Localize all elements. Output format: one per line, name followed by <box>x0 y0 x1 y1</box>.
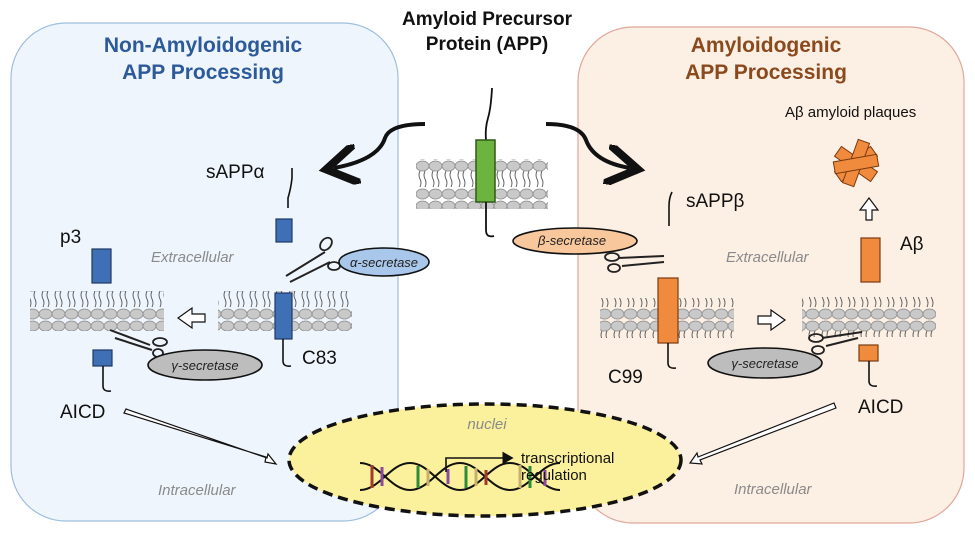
membrane-right-product <box>802 297 936 337</box>
intracellular-label-left: Intracellular <box>158 482 237 499</box>
nucleus-label: nuclei <box>467 416 507 433</box>
plaques-label: Aβ amyloid plaques <box>785 104 916 121</box>
gamma-secretase-label-right: γ-secretase <box>731 356 798 371</box>
alpha-secretase-enzyme <box>338 247 430 277</box>
arrow-to-amyloidogenic <box>545 122 630 168</box>
sappa-label: sAPPα <box>206 162 265 183</box>
regulation-label-line2: regulation <box>521 467 587 484</box>
c83-fragment <box>274 292 293 340</box>
gamma-secretase-enzyme-left <box>147 349 263 381</box>
app-n-terminal-tail <box>484 87 493 160</box>
sappb-tail <box>668 191 673 226</box>
app-c-terminal-tail <box>485 202 495 238</box>
beta-secretase-enzyme <box>512 227 638 255</box>
abeta-label: Aβ <box>900 234 924 255</box>
aicd-label-right: AICD <box>858 397 903 418</box>
c99-label: C99 <box>608 367 643 388</box>
c83-tail <box>282 339 292 367</box>
app-protein <box>475 139 496 203</box>
regulation-label-line1: transcriptional <box>521 450 614 467</box>
gamma-secretase-enzyme-right <box>707 347 823 379</box>
left-panel-title-line1: Non-Amyloidogenic <box>104 34 303 57</box>
amyloid-plaque-icon <box>832 138 880 188</box>
intracellular-label-right: Intracellular <box>734 481 813 498</box>
main-title-line2: Protein (APP) <box>426 34 548 55</box>
hollow-arrow-left-to-nucleus <box>123 408 278 465</box>
left-panel-title-line2: APP Processing <box>122 61 284 84</box>
c83-label: C83 <box>302 348 337 369</box>
gamma-secretase-label-left: γ-secretase <box>171 358 238 373</box>
beta-secretase-label: β-secretase <box>537 233 606 248</box>
membrane-left-product <box>30 291 164 331</box>
beta-secretase-scissors-icon <box>604 252 665 273</box>
aicd-fragment-right <box>858 344 879 362</box>
arrow-to-non-amyloidogenic <box>334 122 426 168</box>
open-arrow-left <box>176 306 206 330</box>
alpha-secretase-scissors-icon <box>285 236 341 283</box>
aicd-tail-left <box>102 366 112 392</box>
dna-icon <box>359 461 561 492</box>
p3-label: p3 <box>60 227 81 248</box>
right-panel-title-line2: APP Processing <box>685 61 847 84</box>
sappa-fragment <box>275 218 293 243</box>
sappb-label: sAPPβ <box>686 191 745 212</box>
alpha-secretase-label: α-secretase <box>350 255 418 270</box>
aicd-fragment-left <box>92 349 113 367</box>
sappa-tail <box>287 168 293 208</box>
main-title-line1: Amyloid Precursor <box>402 9 573 30</box>
abeta-fragment <box>860 237 881 283</box>
extracellular-label-left: Extracellular <box>151 249 235 266</box>
hollow-arrow-right-to-nucleus <box>688 402 837 465</box>
nucleus <box>287 402 683 518</box>
p3-fragment <box>91 248 112 284</box>
transcription-arrow <box>445 451 514 472</box>
aicd-tail-right <box>868 361 878 387</box>
gamma-secretase-scissors-icon-right <box>808 331 863 355</box>
gamma-secretase-scissors-icon-left <box>109 329 168 358</box>
open-arrow-up <box>858 197 880 221</box>
right-panel-title-line1: Amyloidogenic <box>691 34 842 57</box>
c99-tail <box>667 343 677 369</box>
open-arrow-right <box>757 308 787 332</box>
c99-fragment <box>657 277 679 344</box>
extracellular-label-right: Extracellular <box>726 249 810 266</box>
aicd-label-left: AICD <box>60 402 105 423</box>
